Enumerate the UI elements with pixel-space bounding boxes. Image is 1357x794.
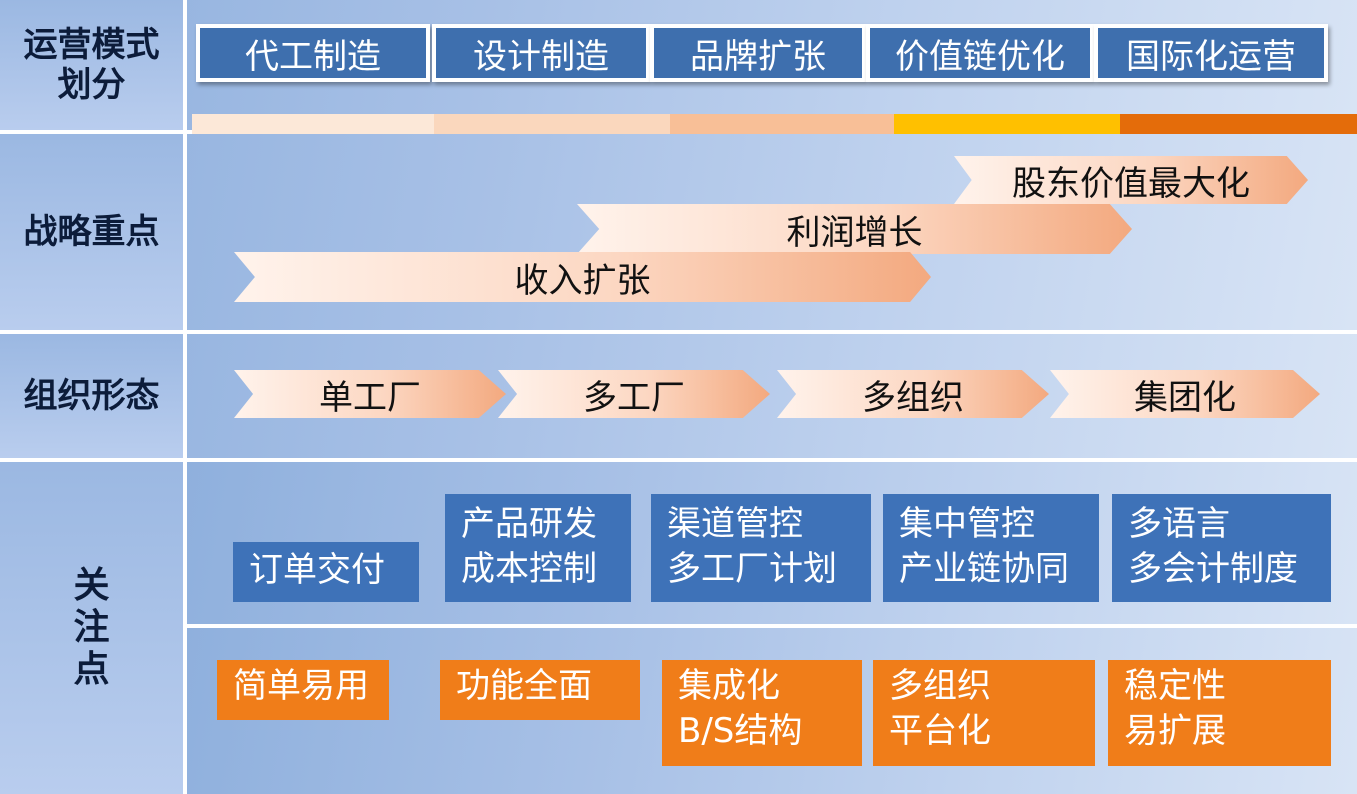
focus-blue-box-3: 集中管控 产业链协同 (883, 494, 1099, 602)
org-arrow-multi-factory: 多工厂 (498, 370, 770, 418)
focus-blue-3-line-0: 集中管控 (899, 504, 1035, 544)
focus-blue-2-line-0: 渠道管控 (667, 504, 803, 544)
focus-blue-4-line-0: 多语言 (1128, 504, 1230, 544)
focus-blue-box-2: 渠道管控 多工厂计划 (651, 494, 871, 602)
org-row-label-text: 组织形态 (23, 376, 160, 416)
strategy-arrow-revenue-expansion: 收入扩张 (234, 252, 931, 302)
strategy-row: 战略重点 股东价值最大化 利润增长 收入扩张 (0, 134, 1357, 330)
focus-orange-3-line-0: 多组织 (889, 666, 991, 706)
mode-tab-3: 价值链优化 (866, 24, 1094, 82)
focus-blue-box-4: 多语言 多会计制度 (1112, 494, 1331, 602)
org-arrow-group: 集团化 (1050, 370, 1320, 418)
strategy-arrow-shareholder-value: 股东价值最大化 (954, 156, 1308, 204)
focus-orange-1-line-0: 功能全面 (456, 666, 592, 706)
strategy-arrow-profit-growth: 利润增长 (577, 204, 1132, 254)
org-row-label: 组织形态 (0, 334, 187, 458)
focus-row-label-text: 关注点 (73, 565, 110, 690)
focus-orange-2-line-1: B/S结构 (678, 711, 803, 751)
focus-orange-box-1: 功能全面 (440, 660, 640, 720)
focus-blue-1-line-0: 产品研发 (461, 504, 597, 544)
mode-row: 运营模式划分 代工制造 设计制造 品牌扩张 价值链优化 国际化运营 (0, 0, 1357, 142)
mode-tab-2: 品牌扩张 (650, 24, 866, 82)
focus-blue-1-line-1: 成本控制 (461, 549, 597, 589)
focus-row-label: 关注点 (0, 462, 187, 794)
focus-orange-box-4: 稳定性 易扩展 (1108, 660, 1331, 766)
focus-blue-box-1: 产品研发 成本控制 (445, 494, 631, 602)
focus-orange-3-line-1: 平台化 (889, 711, 991, 751)
org-arrow-single-factory: 单工厂 (234, 370, 506, 418)
org-row: 组织形态 单工厂 多工厂 多组织 集团化 (0, 334, 1357, 458)
mode-tab-0: 代工制造 (196, 24, 430, 82)
mode-row-label-text: 运营模式划分 (23, 25, 160, 105)
focus-orange-4-line-0: 稳定性 (1124, 666, 1226, 706)
focus-orange-box-3: 多组织 平台化 (873, 660, 1095, 766)
focus-blue-4-line-1: 多会计制度 (1128, 549, 1298, 589)
focus-blue-2-line-1: 多工厂计划 (667, 549, 837, 589)
focus-blue-box-0: 订单交付 (233, 542, 419, 602)
focus-blue-0-line-0: 订单交付 (249, 550, 385, 590)
focus-orange-4-line-1: 易扩展 (1124, 711, 1226, 751)
strategy-row-label: 战略重点 (0, 134, 187, 330)
mode-tab-1: 设计制造 (432, 24, 650, 82)
strategy-row-label-text: 战略重点 (23, 212, 160, 252)
focus-orange-box-2: 集成化 B/S结构 (662, 660, 862, 766)
focus-orange-box-0: 简单易用 (217, 660, 389, 720)
mode-row-label: 运营模式划分 (0, 0, 187, 130)
mode-tab-4: 国际化运营 (1094, 24, 1328, 82)
org-arrow-multi-org: 多组织 (777, 370, 1049, 418)
focus-orange-2-line-0: 集成化 (678, 666, 780, 706)
focus-row: 关注点 订单交付 产品研发 成本控制 渠道管控 多工厂计划 集中管控 产业链协同… (0, 462, 1357, 794)
focus-orange-0-line-0: 简单易用 (233, 666, 369, 706)
focus-blue-3-line-1: 产业链协同 (899, 549, 1069, 589)
